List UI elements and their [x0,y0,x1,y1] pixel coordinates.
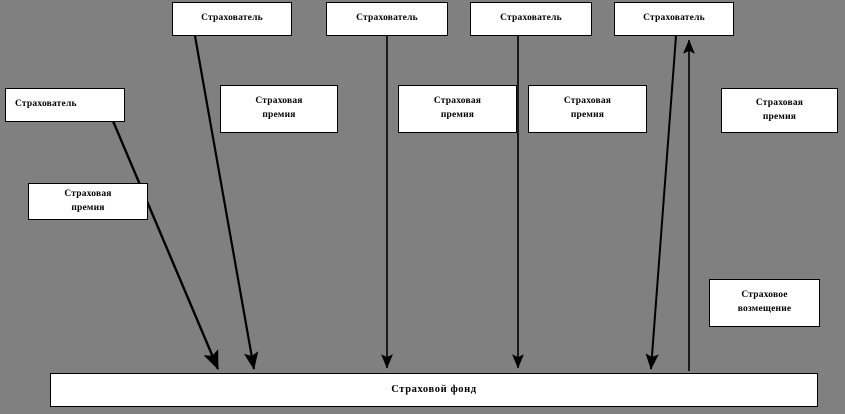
premium-box-1-label: Страховая премия [64,188,112,213]
indemnity-box-label: Страховое возмещение [737,290,792,314]
insurer-box-5-label: Страхователь [643,13,705,24]
arrow-insurer1-to-fund [111,120,220,370]
insurer-box-3-label: Страхователь [356,13,418,24]
premium-box-4: Страховая премия [528,85,647,133]
premium-box-3-label: Страховая премия [433,96,482,120]
insurer-box-4[interactable]: Страхователь [470,2,592,36]
insurance-fund-label: Страховой фонд [391,384,477,396]
arrow-insurer5-to-fund [645,35,677,370]
insurer-box-3[interactable]: Страхователь [326,2,448,36]
premium-box-5: Страховая премия [721,88,838,133]
premium-box-2-label: Страховая премия [255,96,303,120]
insurer-box-5[interactable]: Страхователь [614,2,734,36]
insurer-box-2-label: Страхователь [201,13,263,24]
premium-box-2: Страховая премия [220,85,338,133]
premium-box-1: Страховая премия [28,183,148,220]
premium-box-4-label: Страховая премия [563,96,612,120]
insurer-box-1[interactable]: Страхователь [5,88,125,122]
insurer-box-1-label: Страхователь [15,99,77,110]
insurer-box-4-label: Страхователь [500,13,562,24]
premium-box-3: Страховая премия [398,85,517,133]
indemnity-box: Страховое возмещение [709,279,820,327]
insurer-box-2[interactable]: Страхователь [172,2,292,36]
insurance-fund-box[interactable]: Страховой фонд [50,373,818,407]
premium-box-5-label: Страховая премия [755,97,804,122]
